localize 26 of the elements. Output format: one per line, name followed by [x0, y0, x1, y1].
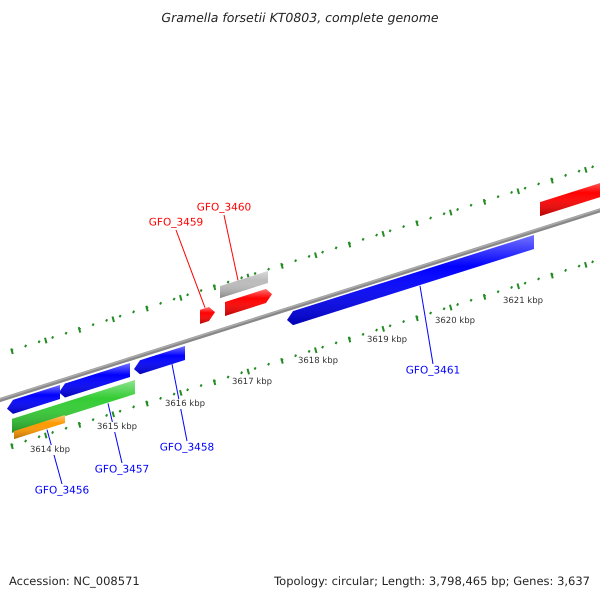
leader-line: [172, 364, 188, 442]
gene-feature: [225, 288, 272, 316]
leader-line: [224, 214, 238, 281]
scale-label: 3614 kbp: [28, 445, 72, 455]
scale-label: 3621 kbp: [502, 296, 544, 306]
scale-label: 3616 kbp: [164, 399, 206, 409]
gene-label: GFO_3460: [196, 202, 252, 214]
scale-label: 3617 kbp: [230, 377, 274, 387]
scale-label: 3618 kbp: [296, 356, 340, 366]
genome-info-text: Topology: circular; Length: 3,798,465 bp; Genes: 3,637: [274, 574, 590, 588]
leader-line: [176, 230, 206, 308]
feature-bar: [540, 180, 600, 216]
gene-label: GFO_3459: [148, 216, 204, 230]
gene-feature: [134, 346, 185, 374]
gene-label: GFO_3461: [406, 364, 460, 378]
scale-label: 3615 kbp: [96, 422, 138, 432]
scale-label: 3620 kbp: [434, 316, 476, 326]
gene-label: GFO_3457: [94, 464, 150, 476]
gene-label: GFO_3456: [34, 484, 90, 498]
leader-line: [420, 285, 434, 364]
feature-bar: [14, 415, 65, 440]
scale-label: 3619 kbp: [366, 335, 408, 345]
chart-title: Gramella forsetii KT0803, complete genome: [161, 10, 439, 25]
gene-feature: [200, 306, 215, 324]
accession-text: Accession: NC_008571: [9, 574, 140, 588]
gene-label: GFO_3458: [160, 442, 214, 454]
